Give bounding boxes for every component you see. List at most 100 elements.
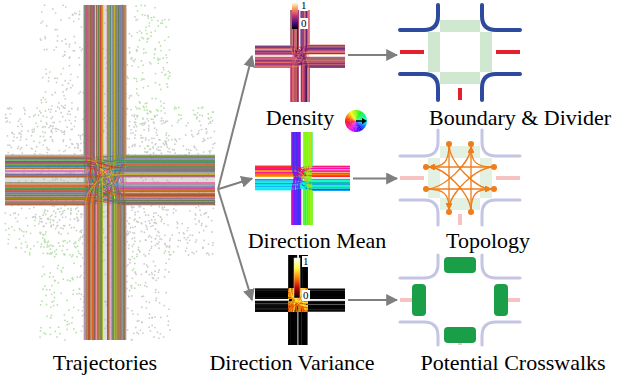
cloud-point <box>173 149 175 151</box>
cloud-point <box>141 37 143 39</box>
cloud-point <box>146 109 148 111</box>
cloud-point <box>149 22 151 24</box>
cloud-point <box>62 91 64 93</box>
cloud-point <box>76 207 78 209</box>
cloud-point <box>207 113 209 115</box>
cloud-point <box>145 224 147 226</box>
cloud-point <box>53 305 55 307</box>
cloud-point <box>79 13 81 15</box>
cloud-point <box>44 132 46 134</box>
cloud-point <box>156 243 158 245</box>
cloud-point <box>52 140 54 142</box>
cloud-point <box>178 119 180 121</box>
cloud-point <box>177 239 179 241</box>
cloud-point <box>73 328 75 330</box>
cloud-point <box>144 151 146 153</box>
cloud-point <box>44 239 46 241</box>
cloud-point <box>210 137 212 139</box>
cloud-point <box>149 250 151 252</box>
cloud-point <box>139 145 141 147</box>
cloud-point <box>165 73 167 75</box>
cloud-point <box>19 228 21 230</box>
cloud-point <box>175 138 177 140</box>
cloud-point <box>137 313 139 315</box>
cloud-point <box>64 51 66 53</box>
cloud-point <box>77 145 79 147</box>
cloud-point <box>178 114 180 116</box>
cloud-point <box>154 327 156 329</box>
cloud-point <box>45 223 47 225</box>
cloud-point <box>41 300 43 302</box>
cloud-point <box>33 131 35 133</box>
cloud-point <box>71 14 73 16</box>
cloud-point <box>134 226 136 228</box>
cloud-point <box>57 267 59 269</box>
cloud-point <box>77 109 79 111</box>
cloud-point <box>133 126 135 128</box>
cloud-point <box>168 258 170 260</box>
cloud-point <box>46 246 48 248</box>
cloud-point <box>77 143 79 145</box>
cloud-point <box>202 106 204 108</box>
cloud-point <box>145 139 147 141</box>
cloud-point <box>51 94 53 96</box>
cloud-point <box>59 245 61 247</box>
cloud-point <box>212 207 214 209</box>
cloud-point <box>21 152 23 154</box>
cloud-point <box>20 247 22 249</box>
cloud-point <box>56 304 58 306</box>
cloud-point <box>191 134 193 136</box>
cloud-point <box>148 25 150 27</box>
cloud-point <box>44 126 46 128</box>
cloud-point <box>27 225 29 227</box>
cloud-point <box>72 277 74 279</box>
cloud-point <box>155 300 157 302</box>
cloud-point <box>198 232 200 234</box>
cloud-point <box>19 148 21 150</box>
cloud-point <box>75 208 77 210</box>
cloud-point <box>134 114 136 116</box>
cloud-point <box>163 223 165 225</box>
cloud-point <box>46 152 48 154</box>
cloud-point <box>53 122 55 124</box>
cloud-point <box>156 129 158 131</box>
cloud-point <box>155 98 157 100</box>
cloud-point <box>79 91 81 93</box>
cloud-point <box>63 107 65 109</box>
cloud-point <box>152 277 154 279</box>
cloud-point <box>202 247 204 249</box>
cloud-point <box>18 146 20 148</box>
cloud-point <box>7 108 9 110</box>
cloud-point <box>73 227 75 229</box>
cloud-point <box>63 253 65 255</box>
cloud-point <box>191 251 193 253</box>
cloud-point <box>141 273 143 275</box>
cloud-point <box>198 107 200 109</box>
cloud-point <box>75 242 77 244</box>
cloud-point <box>144 211 146 213</box>
cloud-point <box>148 145 150 147</box>
cloud-point <box>157 277 159 279</box>
cloud-point <box>188 149 190 151</box>
cloud-point <box>67 113 69 115</box>
cloud-point <box>153 212 155 214</box>
cloud-point <box>131 115 133 117</box>
cloud-point <box>44 240 46 242</box>
cloud-point <box>211 231 213 233</box>
cloud-point <box>139 251 141 253</box>
cloud-point <box>43 49 45 51</box>
cloud-point <box>45 214 47 216</box>
cloud-point <box>29 252 31 254</box>
cloud-point <box>44 233 46 235</box>
cloud-point <box>153 121 155 123</box>
cloud-point <box>205 132 207 134</box>
cloud-point <box>167 78 169 80</box>
cloud-point <box>74 120 76 122</box>
cloud-point <box>130 132 132 134</box>
cloud-point <box>64 320 66 322</box>
cloud-point <box>153 152 155 154</box>
cloud-point <box>63 210 65 212</box>
cloud-point <box>135 121 137 123</box>
cloud-point <box>52 219 54 221</box>
cloud-point <box>169 245 171 247</box>
